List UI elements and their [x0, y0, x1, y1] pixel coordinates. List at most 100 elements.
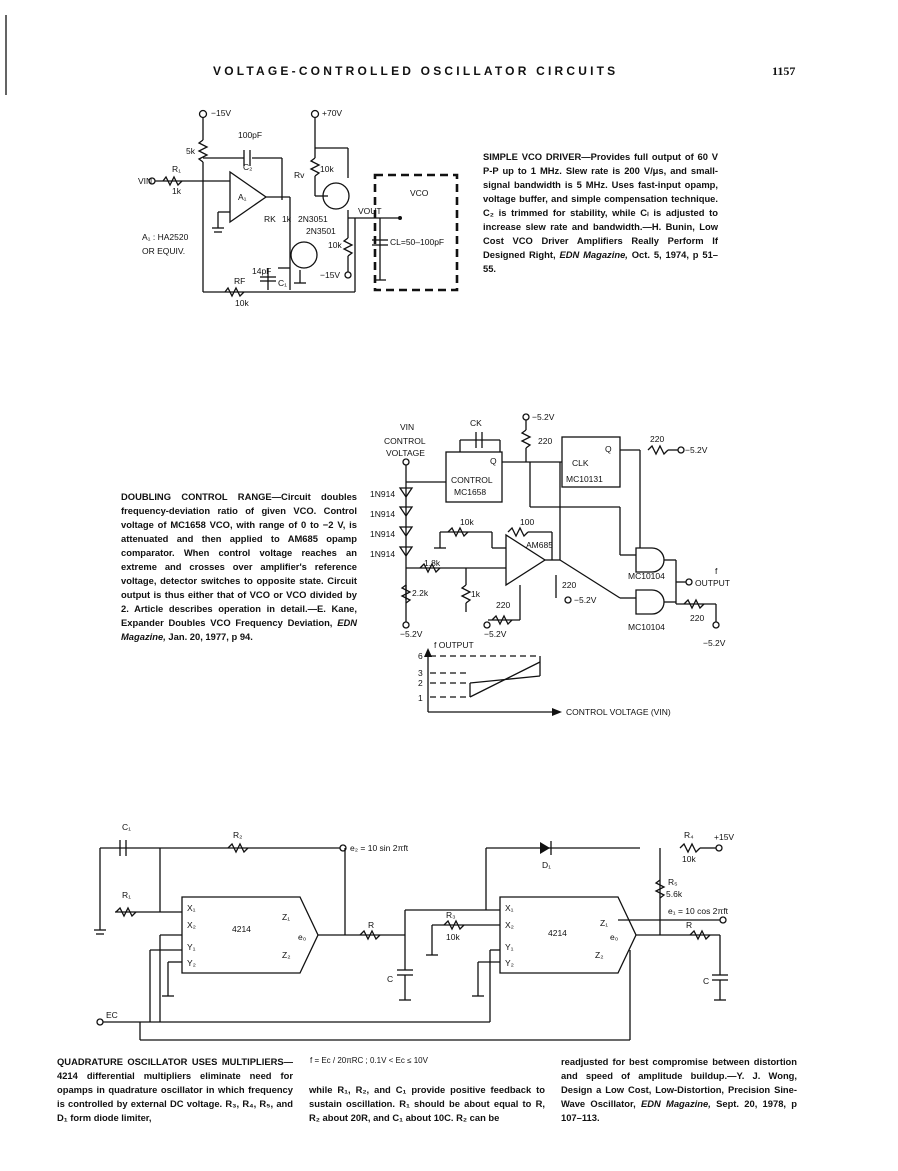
caption-quadrature-col1: QUADRATURE OSCILLATOR USES MULTIPLIERS— 4… — [57, 1055, 293, 1125]
svg-text:Y₂: Y₂ — [505, 958, 514, 968]
svg-text:Y₂: Y₂ — [187, 958, 196, 968]
svg-text:f OUTPUT: f OUTPUT — [434, 640, 474, 650]
svg-text:MC1658: MC1658 — [454, 487, 486, 497]
svg-text:+70V: +70V — [322, 108, 342, 118]
caption-ref: Jan. 20, 1977, p 94. — [165, 631, 253, 642]
caption-journal: EDN Magazine, — [559, 249, 628, 260]
caption-lead: DOUBLING CONTROL RANGE— — [121, 491, 282, 502]
vco-driver-schematic: −15V +70V 100pF C₂ 5k R₁ VIN 1k A₁ Rv 10… — [138, 108, 459, 308]
svg-text:Q: Q — [490, 456, 497, 466]
svg-text:10k: 10k — [446, 932, 460, 942]
svg-text:EC: EC — [106, 1010, 118, 1020]
caption-body: Provides full output of 60 V P-P up to 1… — [483, 151, 718, 260]
svg-text:1k: 1k — [172, 186, 182, 196]
svg-text:220: 220 — [496, 600, 510, 610]
caption-journal: EDN Magazine, — [640, 1098, 711, 1109]
svg-text:10k: 10k — [460, 517, 474, 527]
caption-lead: QUADRATURE OSCILLATOR USES MULTIPLIERS— — [57, 1056, 293, 1067]
svg-text:CK: CK — [470, 418, 482, 428]
svg-text:R₄: R₄ — [684, 830, 694, 840]
svg-text:OR EQUIV.: OR EQUIV. — [142, 246, 185, 256]
caption-journal: EDN Magazine, — [121, 617, 357, 642]
caption-lead: SIMPLE VCO DRIVER— — [483, 151, 591, 162]
svg-text:10k: 10k — [320, 164, 334, 174]
svg-text:R₅: R₅ — [668, 877, 678, 887]
svg-text:−5.2V: −5.2V — [574, 595, 597, 605]
svg-text:4214: 4214 — [232, 924, 251, 934]
svg-text:R₁: R₁ — [172, 164, 181, 174]
svg-text:VCO: VCO — [410, 188, 429, 198]
svg-text:100pF: 100pF — [238, 130, 262, 140]
svg-text:3: 3 — [418, 668, 423, 678]
svg-text:1N914: 1N914 — [370, 529, 395, 539]
svg-text:C: C — [387, 974, 393, 984]
svg-text:2N3051: 2N3051 — [298, 214, 328, 224]
svg-text:C₁: C₁ — [278, 278, 287, 288]
svg-text:A₁ : HA2520: A₁ : HA2520 — [142, 232, 189, 242]
svg-text:VOUT: VOUT — [358, 206, 382, 216]
svg-text:1k: 1k — [282, 214, 292, 224]
doubling-schematic: VIN CONTROL VOLTAGE CK −5.2V 220 Q CONTR… — [370, 412, 730, 648]
svg-text:VOLTAGE: VOLTAGE — [386, 448, 425, 458]
svg-text:1k: 1k — [471, 589, 481, 599]
svg-text:A₁: A₁ — [238, 192, 247, 202]
svg-text:2.2k: 2.2k — [412, 588, 429, 598]
svg-text:Z₁: Z₁ — [282, 912, 290, 922]
svg-text:C: C — [703, 976, 709, 986]
svg-text:R₃: R₃ — [446, 910, 456, 920]
svg-text:X₁: X₁ — [187, 903, 196, 913]
svg-text:MC10131: MC10131 — [566, 474, 603, 484]
caption-body: readjusted for best compromise between d… — [561, 1056, 797, 1109]
svg-text:Q: Q — [605, 444, 612, 454]
svg-text:Z₂: Z₂ — [595, 950, 604, 960]
svg-text:CONTROL: CONTROL — [384, 436, 426, 446]
svg-text:f: f — [715, 566, 718, 576]
svg-text:CLK: CLK — [572, 458, 589, 468]
svg-text:R: R — [368, 920, 374, 930]
svg-text:1N914: 1N914 — [370, 509, 395, 519]
svg-text:220: 220 — [538, 436, 552, 446]
svg-text:MC10104: MC10104 — [628, 622, 665, 632]
svg-text:VIN: VIN — [400, 422, 414, 432]
svg-text:e₂ = 10 sin 2πft: e₂ = 10 sin 2πft — [350, 843, 409, 853]
svg-text:RK: RK — [264, 214, 276, 224]
quadrature-oscillator-schematic: C₁ R₂ e₂ = 10 sin 2πft R₁ D₁ R₄ +15V 10k… — [94, 822, 734, 1041]
svg-text:1.8k: 1.8k — [424, 558, 441, 568]
svg-text:−5.2V: −5.2V — [484, 629, 507, 639]
svg-text:Y₁: Y₁ — [187, 942, 196, 952]
caption-quadrature-col2: while R₁, R₂, and C₁ provide positive fe… — [309, 1083, 545, 1125]
svg-text:220: 220 — [562, 580, 576, 590]
svg-text:1: 1 — [418, 693, 423, 703]
svg-text:Z₁: Z₁ — [600, 918, 608, 928]
svg-text:RF: RF — [234, 276, 245, 286]
svg-text:e₁ = 10 cos 2πft: e₁ = 10 cos 2πft — [668, 906, 729, 916]
svg-text:4214: 4214 — [548, 928, 567, 938]
svg-text:CL=50–100pF: CL=50–100pF — [390, 237, 444, 247]
caption-ref: Oct. 5, 1974, p 51–55. — [483, 249, 719, 274]
svg-text:2: 2 — [418, 678, 423, 688]
svg-text:10k: 10k — [328, 240, 342, 250]
output-frequency-graph: f OUTPUT CONTROL VOLTAGE (VIN) 6 3 2 1 — [418, 640, 671, 717]
caption-body: while R₁, R₂, and C₁ provide positive fe… — [309, 1084, 545, 1123]
svg-text:5k: 5k — [186, 146, 196, 156]
svg-text:2N3501: 2N3501 — [306, 226, 336, 236]
svg-text:100: 100 — [520, 517, 534, 527]
svg-text:X₁: X₁ — [505, 903, 514, 913]
page-number: 1157 — [772, 64, 796, 78]
svg-text:CONTROL VOLTAGE (VIN): CONTROL VOLTAGE (VIN) — [566, 707, 671, 717]
svg-text:−15V: −15V — [211, 108, 231, 118]
caption-body: 4214 differential multipliers eliminate … — [57, 1070, 293, 1123]
caption-quadrature-col3: readjusted for best compromise between d… — [561, 1055, 797, 1125]
svg-text:Rv: Rv — [294, 170, 305, 180]
svg-text:6: 6 — [418, 651, 423, 661]
svg-text:AM685: AM685 — [526, 540, 553, 550]
svg-text:−5.2V: −5.2V — [532, 412, 555, 422]
svg-text:1N914: 1N914 — [370, 549, 395, 559]
svg-text:R₁: R₁ — [122, 890, 131, 900]
svg-text:OUTPUT: OUTPUT — [695, 578, 730, 588]
svg-text:−5.2V: −5.2V — [400, 629, 423, 639]
caption-ref: Sept. 20, 1978, p 107–113. — [561, 1098, 798, 1123]
svg-text:e₀: e₀ — [298, 932, 307, 942]
svg-text:−5.2V: −5.2V — [685, 445, 708, 455]
